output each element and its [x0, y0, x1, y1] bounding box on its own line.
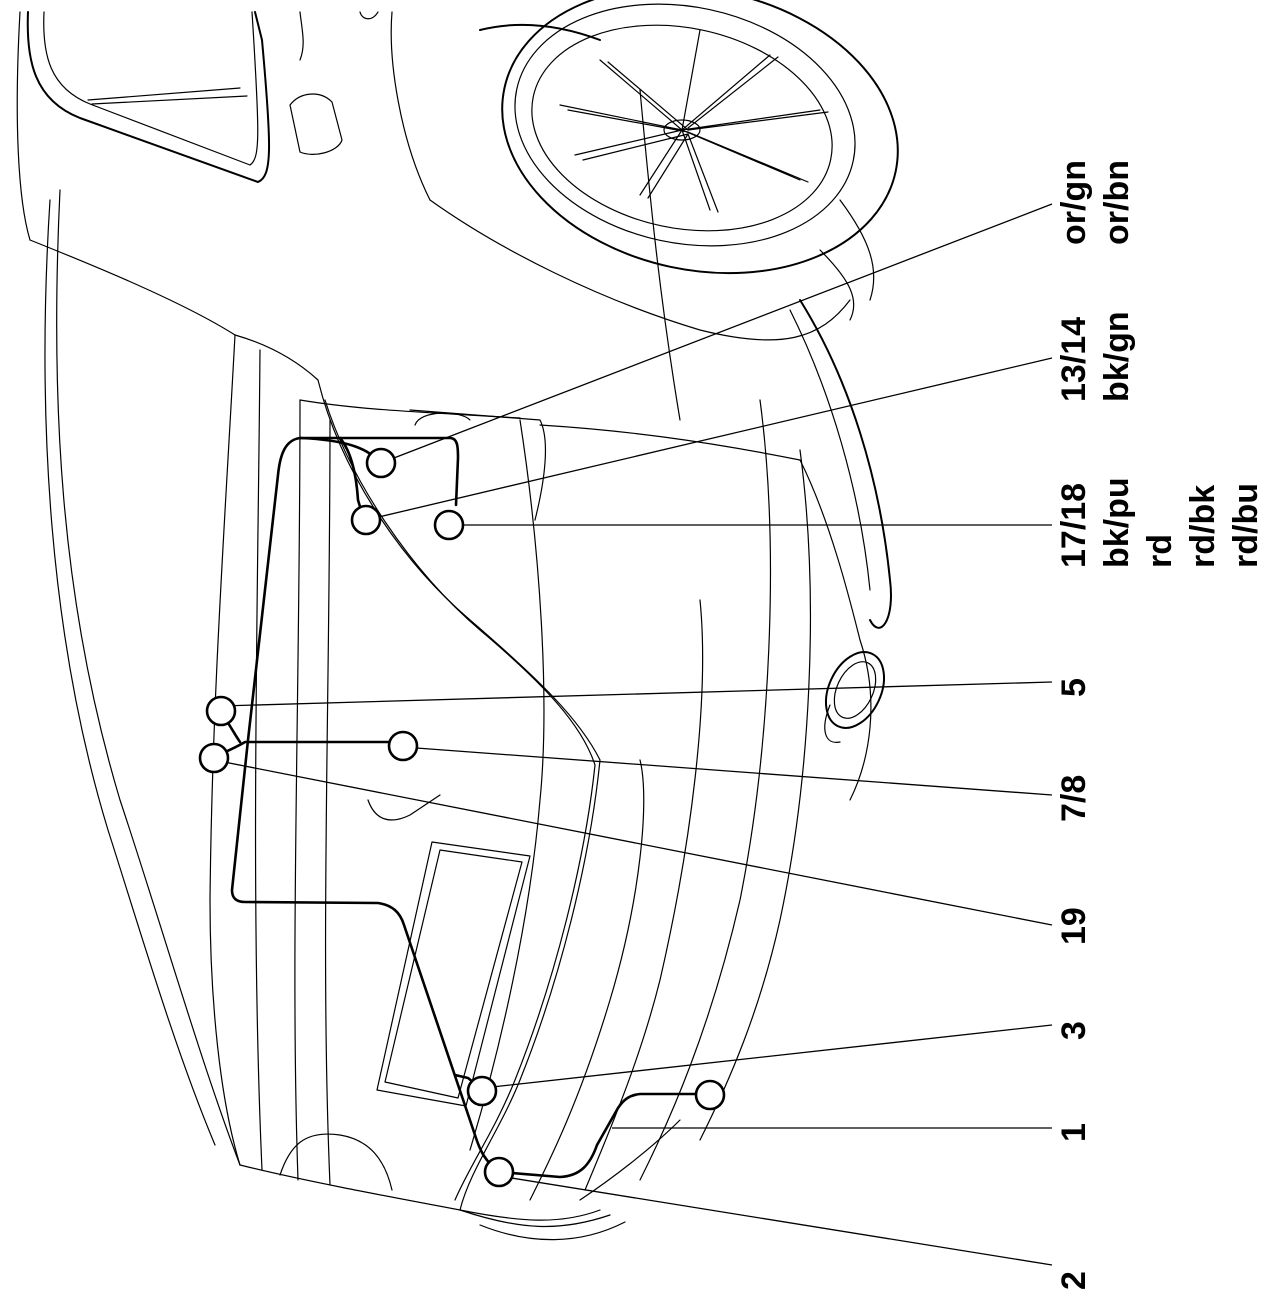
label-or-line2: or/bn — [1098, 160, 1136, 245]
connectors — [198, 447, 726, 1188]
upper-tail-lamp — [289, 93, 343, 155]
rear-wheel — [479, 0, 899, 321]
license-plate-recess — [384, 849, 523, 1099]
labels: 2 1 3 19 7/8 5 17/18 bk/pu rd rd/bk rd/b… — [1055, 160, 1265, 1290]
connector-or — [365, 447, 397, 479]
label-19: 19 — [1055, 907, 1093, 945]
connector-3 — [466, 1075, 498, 1107]
connector-2 — [483, 1156, 515, 1188]
car-body — [16, 11, 892, 1241]
label-13-14-line1: 13/14 — [1055, 317, 1093, 402]
label-or-line1: or/gn — [1055, 160, 1093, 245]
connector-7-8 — [387, 730, 419, 762]
harness-branch-1 — [498, 1092, 713, 1179]
label-1: 1 — [1055, 1123, 1093, 1142]
rear-window-frame — [26, 11, 271, 183]
label-17-18-line4: rd/bk — [1184, 485, 1222, 568]
label-17-18-line1: 17/18 — [1055, 483, 1093, 568]
harness-main — [230, 436, 502, 1174]
leader-lines — [213, 203, 1053, 1266]
connector-13-14 — [350, 504, 382, 536]
label-7-8: 7/8 — [1055, 775, 1093, 822]
label-3: 3 — [1055, 1021, 1093, 1040]
label-13-14-line2: bk/gn — [1098, 311, 1136, 402]
connector-19 — [198, 742, 230, 774]
wiring-harness — [210, 436, 713, 1179]
wheel-spokes — [559, 29, 829, 213]
label-2: 2 — [1055, 1271, 1093, 1290]
connector-17-18 — [433, 509, 465, 541]
label-17-18-line3: rd — [1141, 534, 1179, 568]
label-5: 5 — [1055, 678, 1093, 697]
label-17-18-line2: bk/pu — [1098, 477, 1136, 568]
lower-lamp — [367, 794, 441, 821]
connector-1 — [694, 1079, 726, 1111]
label-17-18-line5: rd/bu — [1227, 483, 1265, 568]
exhaust-tip — [824, 651, 886, 729]
connector-5 — [205, 695, 237, 727]
